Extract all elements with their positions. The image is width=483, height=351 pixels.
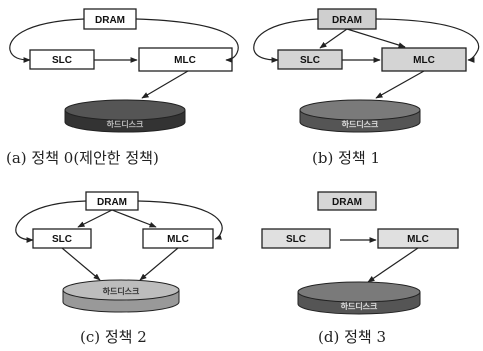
mlc-label: MLC bbox=[167, 234, 189, 245]
caption-panel-a: (a) 정책 0(제안한 정책) bbox=[6, 149, 159, 167]
mlc-label: MLC bbox=[407, 234, 429, 245]
caption-panel-d: (d) 정책 3 bbox=[318, 328, 386, 346]
panel-a: DRAM SLC MLC 하드디스크 bbox=[9, 8, 239, 133]
caption-panel-b: (b) 정책 1 bbox=[312, 149, 380, 167]
slc-label: SLC bbox=[286, 234, 306, 245]
arrow-slc-to-disk bbox=[61, 247, 101, 281]
dram-label: DRAM bbox=[97, 197, 127, 208]
hard-disk: 하드디스크 bbox=[62, 279, 180, 313]
mlc-label: MLC bbox=[413, 55, 435, 66]
hard-disk-label: 하드디스크 bbox=[342, 119, 379, 129]
arrow-mlc-to-disk bbox=[367, 247, 419, 283]
hard-disk-label: 하드디스크 bbox=[341, 301, 378, 311]
arrow-dram-to-mlc bbox=[135, 18, 239, 63]
arrow-dram-to-mlc bbox=[346, 28, 406, 48]
arrow-dram-loop-right bbox=[137, 200, 223, 240]
hard-disk: 하드디스크 bbox=[299, 99, 421, 133]
slc-label: SLC bbox=[300, 55, 320, 66]
arrow-dram-to-slc bbox=[77, 209, 113, 228]
hard-disk-label: 하드디스크 bbox=[103, 286, 140, 296]
slc-box bbox=[261, 228, 331, 249]
hard-disk: 하드디스크 bbox=[297, 281, 421, 315]
arrow-mlc-to-disk bbox=[139, 247, 179, 281]
hard-disk: 하드디스크 bbox=[64, 99, 186, 133]
dram-label: DRAM bbox=[332, 197, 362, 208]
slc-label: SLC bbox=[52, 234, 72, 245]
arrow-dram-to-mlc bbox=[111, 209, 157, 228]
slc-label: SLC bbox=[52, 55, 72, 66]
arrow-dram-loop-left bbox=[253, 18, 319, 63]
arrow-mlc-to-disk bbox=[141, 70, 189, 99]
arrow-dram-to-slc bbox=[319, 28, 348, 49]
panel-c: DRAM SLC MLC 하드디스크 bbox=[15, 191, 223, 313]
arrow-mlc-to-disk bbox=[375, 70, 425, 99]
arrow-dram-to-slc bbox=[9, 18, 85, 63]
dram-box bbox=[317, 191, 377, 211]
arrow-dram-loop-left bbox=[15, 200, 87, 243]
panel-d: DRAM SLC MLC 하드디스크 bbox=[261, 191, 459, 315]
caption-panel-c: (c) 정책 2 bbox=[80, 328, 147, 346]
arrow-dram-loop-right bbox=[375, 18, 480, 63]
panel-b: DRAM SLC MLC 하드디스크 bbox=[253, 8, 480, 133]
dram-label: DRAM bbox=[332, 15, 362, 26]
dram-label: DRAM bbox=[95, 15, 125, 26]
hard-disk-label: 하드디스크 bbox=[107, 119, 144, 129]
mlc-label: MLC bbox=[174, 55, 196, 66]
